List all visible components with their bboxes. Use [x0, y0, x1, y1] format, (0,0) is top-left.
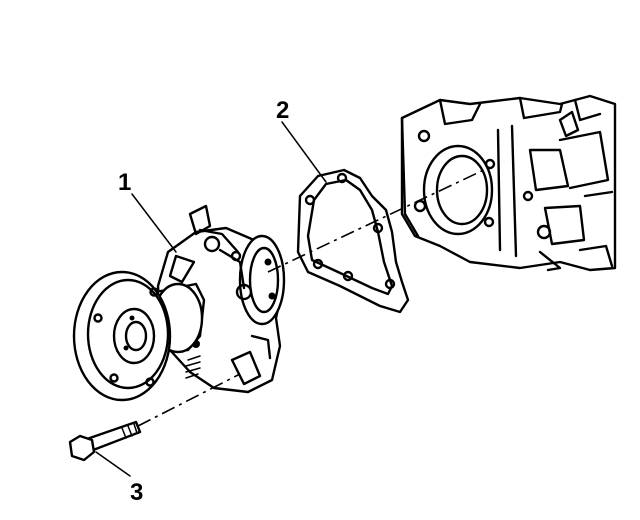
- water-pump: [72, 204, 286, 402]
- callout-1: 1: [118, 169, 131, 196]
- bolt: [68, 420, 142, 462]
- leader-line-2: [281, 121, 327, 183]
- alignment-line-pump-to-block: [267, 167, 489, 273]
- leader-line-3: [95, 451, 131, 477]
- water-pump-gasket: [296, 168, 410, 314]
- engine-block: [400, 94, 617, 272]
- alignment-line-bolt-to-pump: [137, 373, 241, 427]
- callout-3: 3: [130, 479, 143, 506]
- leader-line-1: [131, 193, 177, 253]
- callout-2: 2: [276, 97, 289, 124]
